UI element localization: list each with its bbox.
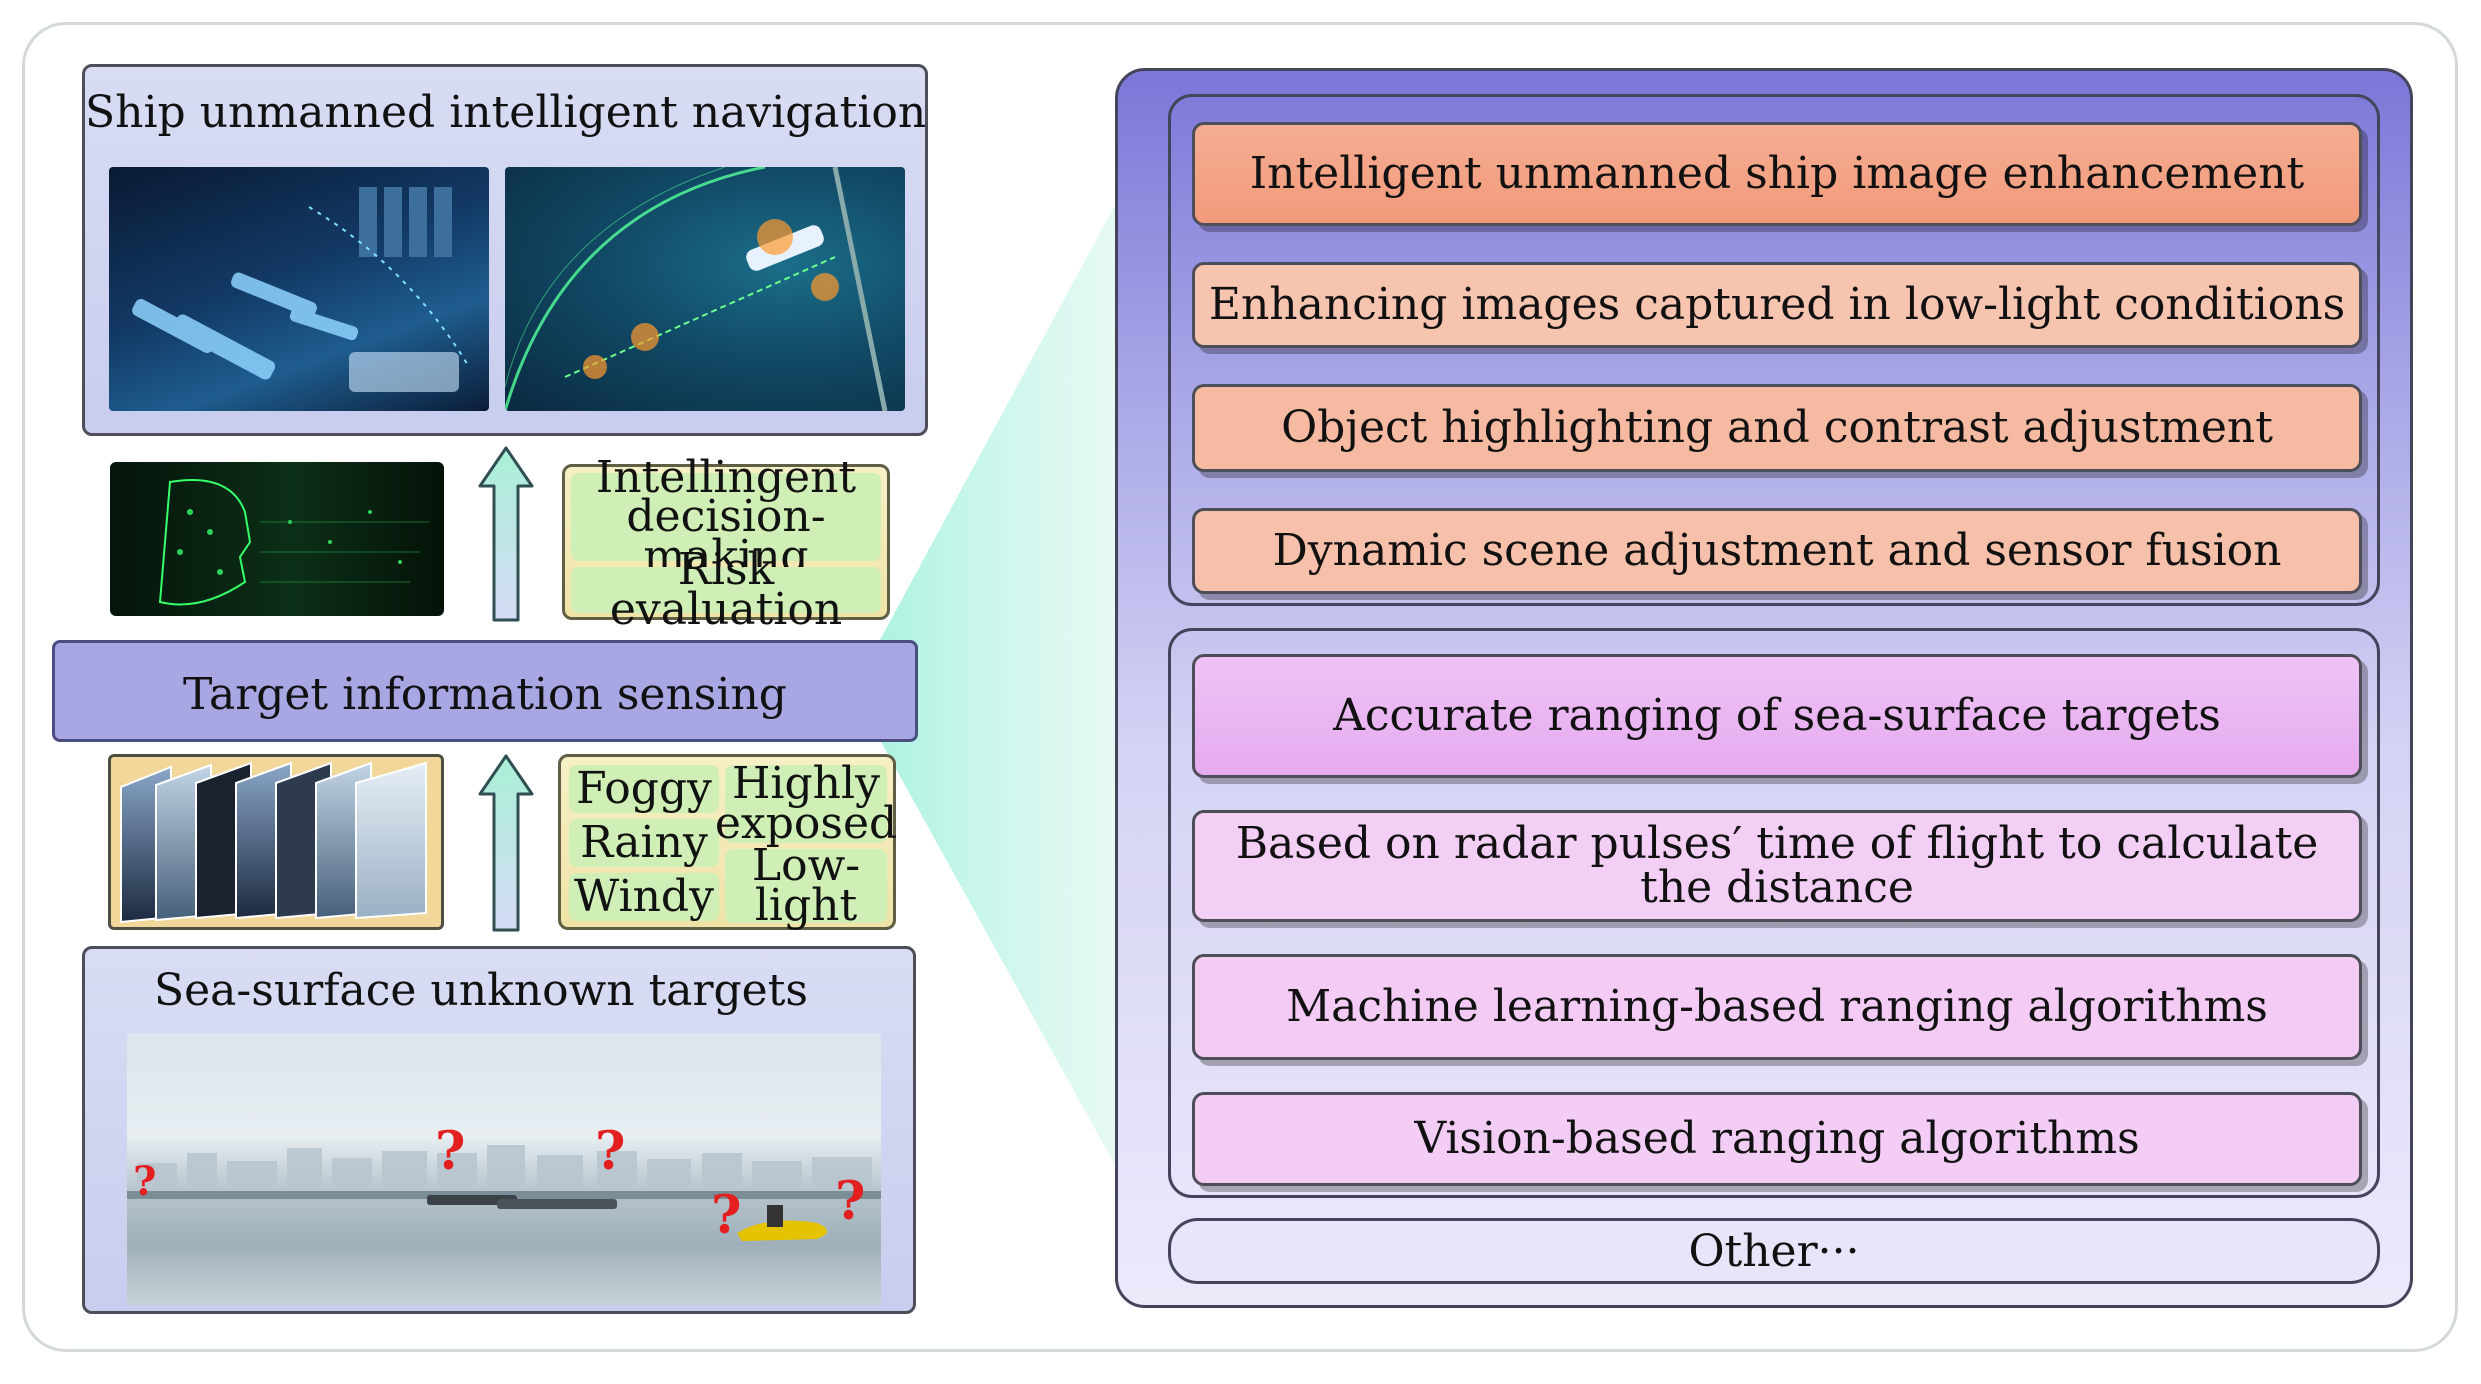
target-sensing-label: Target information sensing [183, 669, 787, 720]
ranging-item: Based on radar pulses′ time of flight to… [1192, 810, 2362, 922]
navigation-title: Ship unmanned intelligent navigation [85, 87, 927, 138]
sea-targets-panel: Sea-surface unknown targets ? ? ? ? ? [82, 946, 916, 1314]
question-mark-icon: ? [435, 1121, 465, 1182]
ranging-group [1168, 628, 2380, 1198]
ai-head-image [110, 462, 444, 616]
low-line1: Low- [751, 840, 861, 892]
rainy-tag: Rainy [569, 819, 719, 867]
enhancement-item: Dynamic scene adjustment and sensor fusi… [1192, 508, 2362, 594]
skyline-icon: ? ? ? ? ? [127, 1121, 881, 1246]
port-digital-twin-image [109, 167, 489, 411]
question-mark-icon: ? [133, 1158, 156, 1205]
ranging-item: Accurate ranging of sea-surface targets [1192, 654, 2362, 778]
ships-icon [132, 187, 470, 392]
target-sensing-bar: Target information sensing [52, 640, 918, 742]
windy-tag: Windy [569, 873, 719, 921]
funnel-shape [880, 205, 1115, 1165]
enhancement-item: Intelligent unmanned ship image enhancem… [1192, 122, 2362, 226]
low-light-tag: Low- light [725, 840, 887, 931]
radar-navigation-image [505, 167, 905, 411]
other-item: Other··· [1168, 1218, 2380, 1284]
ranging-item: Machine learning-based ranging algorithm… [1192, 954, 2362, 1060]
decision-tag-line1: Intellingent [595, 451, 857, 503]
up-arrow-icon [478, 754, 534, 932]
conditions-tag-box: Foggy Rainy Windy Highly exposed Low- li… [558, 754, 897, 931]
foggy-tag: Foggy [569, 765, 719, 813]
highly-exposed-tag: Highly exposed [715, 758, 897, 845]
ranging-item: Vision-based ranging algorithms [1192, 1092, 2362, 1186]
question-mark-icon: ? [711, 1185, 741, 1246]
question-mark-icon: ? [835, 1171, 865, 1232]
ranging-item-line: Based on radar pulses′ time of flight to… [1235, 818, 2319, 869]
weather-images-stack [108, 754, 444, 930]
sea-targets-title: Sea-surface unknown targets [154, 965, 808, 1016]
risk-evaluation-tag: Risk evaluation [571, 548, 881, 632]
low-line2: light [754, 880, 858, 931]
enhancement-item: Enhancing images captured in low-light c… [1192, 262, 2362, 348]
enhancement-group [1168, 94, 2380, 606]
radar-icon [505, 167, 888, 411]
sea-surface-photo: ? ? ? ? ? [127, 1033, 881, 1305]
highly-line1: Highly [732, 758, 880, 810]
enhancement-item: Object highlighting and contrast adjustm… [1192, 384, 2362, 472]
navigation-panel: Ship unmanned intelligent navigation [82, 64, 928, 436]
highly-line2: exposed [714, 798, 898, 849]
up-arrow-icon [478, 446, 534, 622]
decision-tag-box: Intellingent decision-making Risk evalua… [562, 455, 890, 632]
ai-head-icon [158, 479, 430, 606]
question-mark-icon: ? [595, 1121, 625, 1182]
weather-frames-icon [120, 761, 427, 924]
ranging-item-line: the distance [1640, 862, 1914, 913]
